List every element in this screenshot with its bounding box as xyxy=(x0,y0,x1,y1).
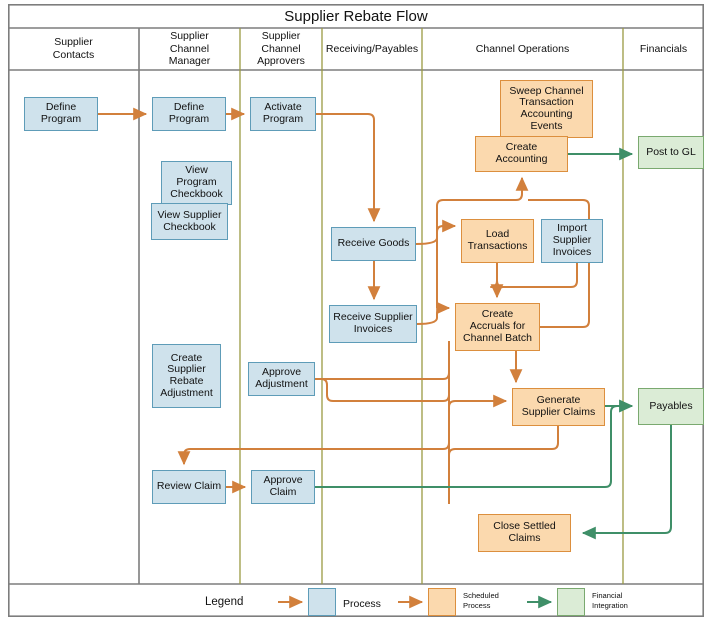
node-label: Review Claim xyxy=(156,480,222,493)
lane-label-financials: Financials xyxy=(639,42,688,55)
legend-title: Legend xyxy=(205,596,244,608)
legend-swatch-scheduled xyxy=(428,588,456,616)
lane-label-channel-operations: Channel Operations xyxy=(475,42,570,55)
green-connectors xyxy=(315,147,672,540)
node-label: Payables xyxy=(649,399,693,412)
page-title: Supplier Rebate Flow xyxy=(284,7,428,25)
node-post-to-gl[interactable]: Post to GL xyxy=(638,136,704,169)
node-receive-goods[interactable]: Receive Goods xyxy=(331,227,416,261)
lane-label-receiving-payables: Receiving/Payables xyxy=(325,42,419,55)
node-payables[interactable]: Payables xyxy=(638,388,704,425)
legend-swatch-financial xyxy=(557,588,585,616)
node-label: Post to GL xyxy=(646,145,696,158)
legend-label-process: Process xyxy=(343,598,381,610)
node-label: Receive Goods xyxy=(337,237,410,250)
node-review-claim[interactable]: Review Claim xyxy=(152,470,226,504)
frame xyxy=(8,4,705,618)
legend-swatch-process xyxy=(308,588,336,616)
orange-connectors xyxy=(98,107,590,504)
